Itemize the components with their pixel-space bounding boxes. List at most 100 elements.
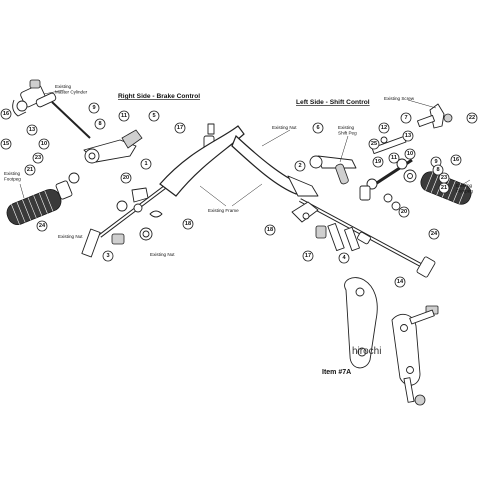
item-7a-bolt-bottom [403, 377, 426, 406]
callout-right-21: 21 [24, 164, 36, 176]
callout-right-3: 3 [102, 250, 114, 262]
note-footpeg-left-line1: Existing [456, 183, 473, 188]
callout-left-20: 20 [398, 206, 410, 218]
callout-left-17: 17 [302, 250, 314, 262]
note-existing-frame: Existing Frame [208, 208, 239, 213]
svg-text:13: 13 [405, 133, 411, 139]
svg-text:6: 6 [316, 125, 319, 131]
note-footpeg-right-line2: Footpeg [4, 177, 21, 182]
note-existing-nut-right: Existing Nut [58, 234, 83, 239]
callout-right-20: 20 [120, 172, 132, 184]
callout-right-13: 13 [26, 124, 38, 136]
watermark-text: hirochi [352, 346, 381, 357]
svg-text:24: 24 [39, 223, 46, 229]
note-master-cylinder-line1: Existing [55, 84, 72, 89]
svg-text:8: 8 [98, 121, 101, 127]
callout-left-12: 12 [378, 122, 390, 134]
callout-left-14: 14 [394, 276, 406, 288]
callout-left-13: 13 [402, 130, 414, 142]
callouts-right: 16 13 15 9 8 11 5 10 23 21 24 20 1 17 18… [0, 102, 194, 262]
svg-text:19: 19 [375, 159, 381, 165]
left-notes: Existing Nut Existing Shift Peg Existing… [272, 96, 473, 194]
callout-right-24: 24 [36, 220, 48, 232]
callout-right-17: 17 [174, 122, 186, 134]
note-footpeg-left-line2: Footpeg [456, 189, 473, 194]
existing-frame-right [159, 125, 245, 197]
callout-right-15: 15 [0, 138, 12, 150]
item-7a-bolt-top [409, 305, 439, 325]
svg-text:10: 10 [41, 141, 47, 147]
note-existing-nut-center: Existing Nut [150, 252, 175, 257]
svg-text:23: 23 [35, 155, 41, 161]
heading-left-side: Left Side - Shift Control [296, 99, 370, 106]
callout-right-11: 11 [118, 110, 130, 122]
svg-text:11: 11 [391, 155, 397, 161]
callout-left-7: 7 [400, 112, 412, 124]
svg-text:8: 8 [436, 167, 439, 173]
callout-right-18: 18 [182, 218, 194, 230]
note-existing-screw: Existing Screw [384, 96, 415, 101]
svg-text:25: 25 [371, 141, 377, 147]
note-existing-shift-peg: Existing Shift Peg [338, 125, 357, 136]
svg-text:15: 15 [3, 141, 9, 147]
callouts-left: 6 7 12 13 25 10 11 19 9 8 22 23 21 20 24… [264, 112, 478, 288]
svg-text:13: 13 [29, 127, 35, 133]
brake-pedal [83, 129, 143, 164]
callout-right-1: 1 [140, 158, 152, 170]
svg-text:7: 7 [404, 115, 407, 121]
callout-left-18: 18 [264, 224, 276, 236]
callout-right-23: 23 [32, 152, 44, 164]
svg-text:17: 17 [177, 125, 183, 131]
callout-left-22: 22 [466, 112, 478, 124]
svg-text:3: 3 [106, 253, 109, 259]
callout-right-9: 9 [88, 102, 100, 114]
callout-left-10: 10 [404, 148, 416, 160]
callout-left-16: 16 [450, 154, 462, 166]
note-existing-footpeg-left: Existing Footpeg [456, 183, 473, 194]
callout-right-5: 5 [148, 110, 160, 122]
note-master-cylinder-line2: Master Cylinder [55, 90, 88, 95]
svg-text:10: 10 [407, 151, 413, 157]
right-notes: Existing Master Cylinder Existing Footpe… [4, 84, 239, 257]
leader-lines [19, 89, 471, 207]
callout-left-23: 23 [438, 172, 450, 184]
item-7a-bracket-left [344, 277, 378, 369]
svg-text:16: 16 [3, 111, 9, 117]
callout-left-19: 19 [372, 156, 384, 168]
callout-right-8: 8 [94, 118, 106, 130]
svg-text:22: 22 [469, 115, 475, 121]
left-side-assembly [287, 103, 472, 278]
svg-text:21: 21 [27, 167, 33, 173]
existing-frame-left [231, 134, 301, 195]
svg-text:16: 16 [453, 157, 459, 163]
note-existing-footpeg-right: Existing Footpeg [4, 171, 21, 182]
svg-text:2: 2 [298, 163, 301, 169]
item-7a-label: Item #7A [322, 369, 351, 376]
svg-text:18: 18 [185, 221, 191, 227]
svg-text:4: 4 [342, 255, 346, 261]
callout-left-24: 24 [428, 228, 440, 240]
svg-text:23: 23 [441, 175, 447, 181]
footpeg-right [6, 172, 80, 226]
svg-text:20: 20 [123, 175, 129, 181]
svg-text:17: 17 [305, 253, 311, 259]
callout-left-25: 25 [368, 138, 380, 150]
shift-bracket-top [417, 103, 453, 129]
item-7a-detail: hirochi Item #7A [322, 277, 439, 406]
svg-text:9: 9 [92, 105, 95, 111]
svg-text:12: 12 [381, 125, 387, 131]
note-existing-master-cylinder: Existing Master Cylinder [55, 84, 88, 95]
callout-right-10: 10 [38, 138, 50, 150]
shift-linkage [365, 135, 413, 192]
callout-left-11: 11 [388, 152, 400, 164]
note-shift-peg-line1: Existing [338, 125, 355, 130]
svg-text:24: 24 [431, 231, 438, 237]
note-shift-peg-line2: Shift Peg [338, 131, 357, 136]
callout-left-21: 21 [438, 182, 450, 194]
svg-text:21: 21 [441, 185, 447, 191]
callout-left-6: 6 [312, 122, 324, 134]
shift-lever [309, 155, 357, 185]
master-cylinder [12, 79, 57, 117]
callout-right-16: 16 [0, 108, 12, 120]
